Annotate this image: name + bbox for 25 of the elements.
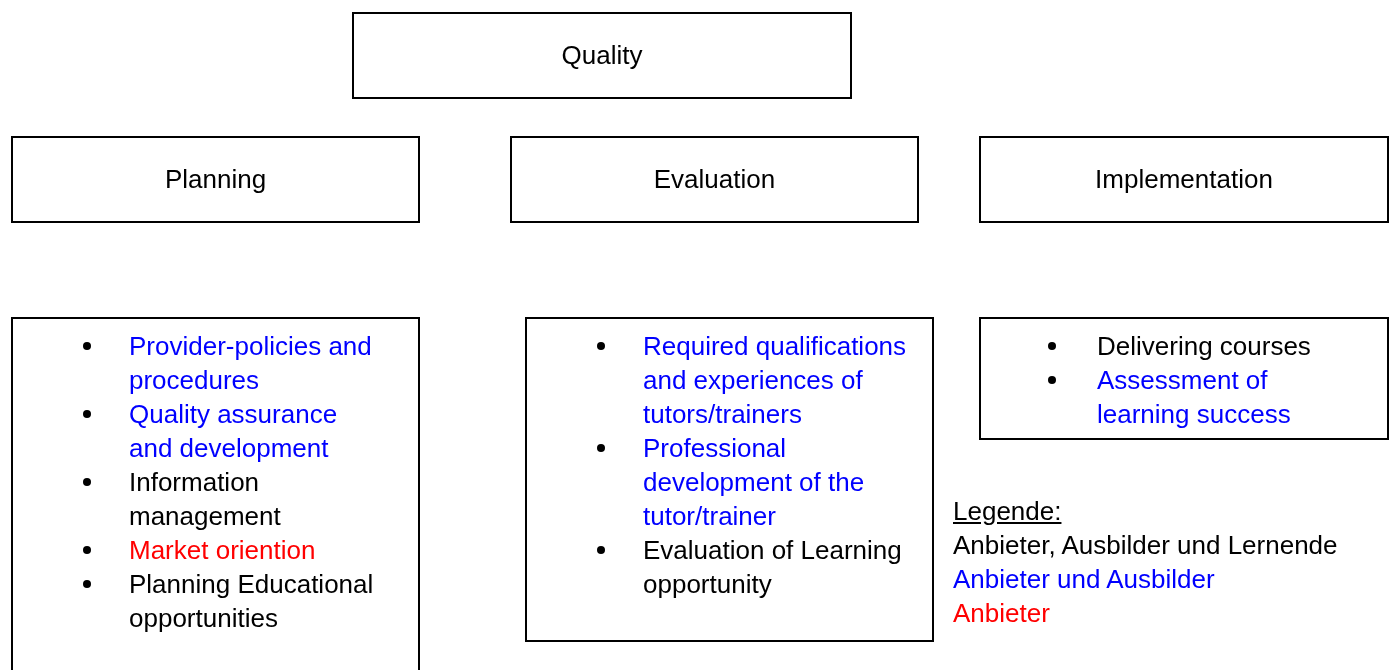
box-title: Evaluation — [653, 164, 776, 195]
list-item: Market oriention — [129, 534, 317, 567]
heading-box — [11, 136, 420, 223]
list-box — [979, 317, 1389, 440]
legend-heading: Legende: — [953, 495, 1062, 528]
list-box — [525, 317, 934, 642]
list-box — [11, 317, 420, 670]
list-item: Delivering courses — [1097, 330, 1312, 363]
list-item: Professional development of the tutor/trainer — [643, 432, 866, 533]
legend-entry: Anbieter — [953, 597, 1050, 630]
list-item: Quality assurance and development — [129, 398, 339, 465]
box-title: Quality — [561, 40, 643, 71]
heading-box — [510, 136, 919, 223]
box-title: Planning — [164, 164, 267, 195]
box-title: Implementation — [1095, 164, 1273, 195]
list-item: Assessment of learning success — [1097, 364, 1292, 431]
legend-entry: Anbieter und Ausbilder — [953, 563, 1215, 596]
list-item: Provider-policies and procedures — [129, 330, 373, 397]
heading-box — [979, 136, 1389, 223]
list-item: Planning Educational opportunities — [129, 568, 375, 635]
list-item: Evaluation of Learning opportunity — [643, 534, 903, 601]
heading-box — [352, 12, 852, 99]
list-item: Information management — [129, 466, 282, 533]
legend-entry: Anbieter, Ausbilder und Lernende — [953, 529, 1338, 562]
list-item: Required qualifications and experiences of tutors/trainers — [643, 330, 908, 431]
